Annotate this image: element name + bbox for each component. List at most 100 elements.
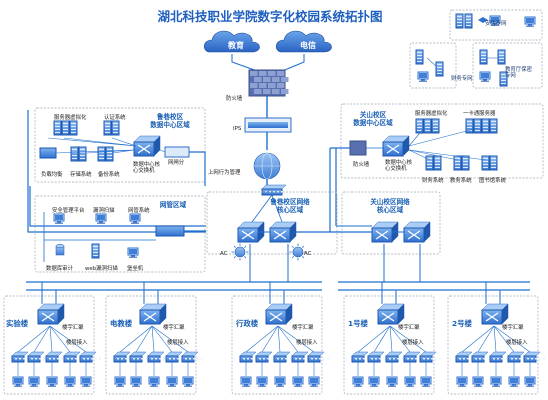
ac-left-icon: [243, 245, 247, 249]
server-slot: [417, 52, 422, 53]
access-switch-icon: [273, 351, 291, 357]
switch-port: [511, 358, 513, 360]
access-switch-icon: [471, 355, 485, 363]
edu-uplink: [231, 54, 261, 73]
server-slot: [455, 164, 460, 165]
agg-to-access: [119, 325, 153, 353]
endpoint-pc-icon: [422, 385, 430, 387]
net-mgmt-label: 网管系统: [128, 208, 150, 214]
right-firewall-label: 防火墙: [353, 162, 370, 168]
edu-cloud-label: 教育: [228, 41, 244, 50]
switch-port: [295, 358, 297, 360]
switch-port: [263, 358, 265, 360]
access-switch-icon: [79, 355, 93, 363]
access-switch-icon: [489, 351, 507, 357]
switch-port: [277, 358, 279, 360]
private-link: [426, 57, 437, 67]
web-scan-label: web漏洞扫描: [85, 266, 118, 272]
endpoint-pc-icon: [168, 385, 176, 387]
guanshan-core-switch-2: [423, 221, 431, 243]
left-backup-label: 备份系统: [98, 172, 120, 178]
agg-to-access: [277, 325, 299, 353]
left-server-virt-label: 服务器虚拟化: [54, 115, 87, 121]
guanshan-dc-zone-box: [340, 103, 544, 179]
access-switch-icon: [367, 355, 381, 363]
agg-to-access: [151, 325, 189, 353]
firewall-brick: [250, 83, 258, 88]
switch-port: [459, 358, 461, 360]
server-slot: [93, 246, 98, 247]
switch-port: [271, 358, 273, 360]
server-slot: [107, 149, 112, 150]
page-title: 湖北科技职业学院数字化校园系统拓扑图: [157, 9, 383, 24]
endpoint-pc-icon: [424, 384, 428, 386]
left-lb-label: 负载均衡: [41, 172, 63, 178]
endpoint-pc-icon: [388, 385, 396, 387]
switch-port: [117, 358, 119, 360]
server-slot: [71, 126, 76, 127]
switch-port: [505, 358, 507, 360]
endpoint-pc-icon: [296, 384, 300, 386]
luxiang-core-switch-2: [289, 221, 297, 243]
luxiang-dc-zone-box: [34, 107, 206, 183]
access-switch-icon: [113, 351, 131, 357]
telecom-uplink: [279, 54, 305, 73]
access-switch-icon: [45, 351, 63, 357]
building-box: [105, 295, 197, 395]
switch-port: [439, 358, 441, 360]
endpoint-pc-icon: [244, 384, 248, 386]
finance-net-pc-icon: [419, 80, 427, 82]
building-agg-label: 楼宇汇聚: [62, 325, 84, 331]
switch-port: [169, 358, 171, 360]
ac-right-icon: [301, 255, 305, 259]
library-system-icon: [481, 155, 490, 171]
switch-port: [407, 358, 409, 360]
switch-port: [401, 358, 403, 360]
switch-port: [155, 358, 157, 360]
switch-port: [185, 358, 187, 360]
agg-to-access: [277, 325, 281, 353]
ips-icon: [248, 122, 288, 128]
security-net-label: 安防专网: [485, 21, 507, 27]
switch-port: [493, 358, 495, 360]
net-mgmt-pc-icon: [131, 222, 139, 224]
agg-to-access: [49, 325, 87, 353]
switch-port: [35, 358, 37, 360]
endpoint-pc-icon: [30, 385, 38, 387]
luxiang-core-switch-2: [273, 230, 287, 240]
server-slot: [499, 61, 504, 62]
switch-port: [415, 358, 417, 360]
server-slot: [107, 152, 112, 153]
security-net-pc-icon: [493, 23, 497, 25]
right-dc-core-switch-icon: [386, 144, 400, 154]
endpoint-pc-icon: [14, 378, 22, 383]
endpoint-pc-icon: [474, 385, 482, 387]
server-slot: [481, 52, 486, 53]
firewall-label: 防火墙: [226, 96, 243, 102]
endpoint-pc-icon: [66, 378, 74, 383]
firewall-brick: [281, 77, 289, 82]
edu-net-server-icon: [499, 71, 508, 87]
server-slot: [417, 55, 422, 56]
access-switch-icon: [63, 351, 81, 357]
building-box: [3, 295, 95, 395]
agg-to-access: [389, 325, 393, 353]
ac-left-icon: [243, 255, 247, 259]
gatekeeper-icon: [164, 146, 190, 158]
endpoint-pc-icon: [82, 378, 90, 383]
edu-protect-net-box: [472, 42, 543, 89]
server-slot: [72, 155, 77, 156]
server-slot: [483, 167, 488, 168]
switch-port: [411, 358, 413, 360]
switch-port: [393, 358, 395, 360]
switch-port: [267, 358, 269, 360]
endpoint-pc-icon: [118, 384, 122, 386]
server-slot: [427, 161, 432, 162]
switch-port: [91, 358, 93, 360]
endpoint-pc-icon: [528, 384, 532, 386]
firewall-brick: [259, 83, 267, 88]
server-slot: [93, 252, 98, 253]
endpoint-pc-icon: [510, 378, 518, 383]
endpoint-pc-icon: [170, 384, 174, 386]
server-slot: [427, 167, 432, 168]
